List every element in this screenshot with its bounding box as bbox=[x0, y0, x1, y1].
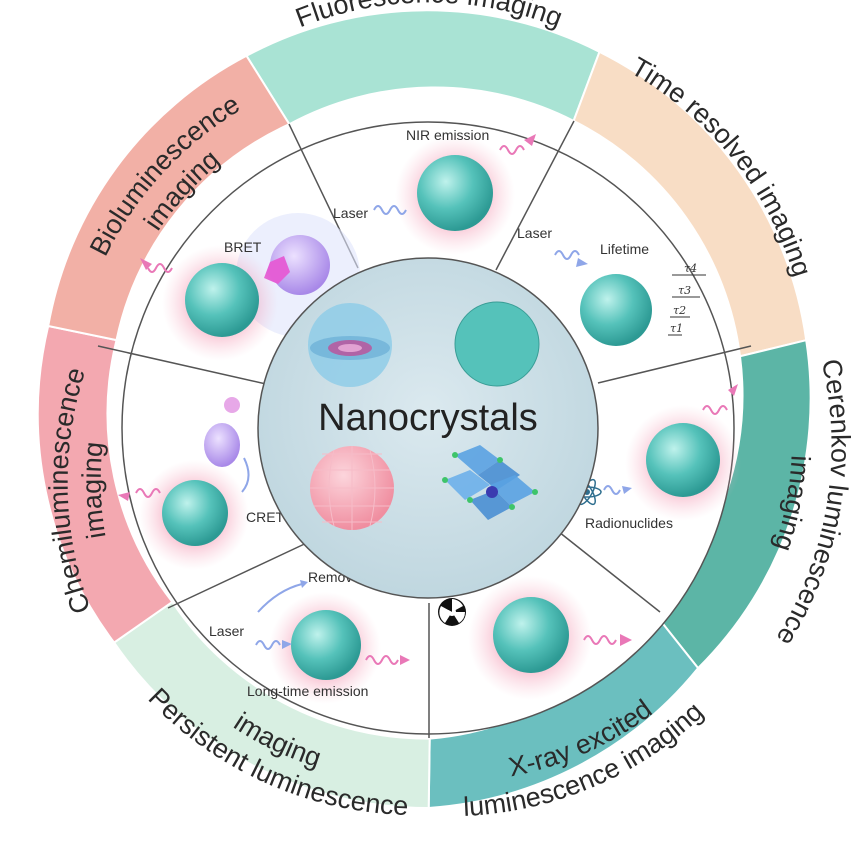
excitation-arrow-icon bbox=[622, 486, 632, 494]
label-cret: CRET bbox=[246, 509, 285, 525]
label-lifetime: Lifetime bbox=[600, 241, 649, 257]
lifetime-ladder-icon bbox=[668, 274, 706, 336]
emission-wave-icon bbox=[583, 635, 617, 645]
cerenkov-illustration: Radionuclides bbox=[572, 384, 741, 531]
center-hub: Nanocrystals bbox=[257, 257, 599, 599]
segment-bioluminescence-band bbox=[47, 54, 291, 342]
nanoparticle-sphere-icon bbox=[185, 263, 259, 337]
segment-title-chemiluminescence-line2: imaging bbox=[77, 440, 112, 540]
nanoparticle-sphere-icon bbox=[493, 597, 569, 673]
perovskite-lattice-icon bbox=[442, 445, 538, 520]
excitation-wave-icon bbox=[603, 485, 621, 495]
label-bret: BRET bbox=[224, 239, 262, 255]
luciferase-icon bbox=[204, 423, 240, 467]
label-tau4: τ4 bbox=[684, 262, 697, 275]
transfer-arrow-icon bbox=[241, 457, 250, 493]
label-long-time-emission: Long-time emission bbox=[247, 683, 368, 699]
emission-wave-icon bbox=[702, 405, 728, 415]
nanoparticle-sphere-icon bbox=[291, 610, 361, 680]
remove-arrowhead-icon bbox=[300, 580, 308, 588]
emission-wave-icon bbox=[365, 655, 399, 665]
fluorescence-illustration: NIR emission Laser bbox=[333, 127, 536, 255]
emission-arrow-icon bbox=[140, 258, 152, 270]
label-tau2: τ2 bbox=[673, 304, 686, 317]
label-nir-emission: NIR emission bbox=[406, 127, 489, 143]
label-tau1: τ1 bbox=[670, 322, 683, 335]
label-laser-time-resolved: Laser bbox=[517, 225, 552, 241]
nanoparticle-sphere-icon bbox=[646, 423, 720, 497]
emission-wave-icon bbox=[147, 263, 173, 273]
emission-arrow-icon bbox=[118, 492, 130, 501]
emission-wave-icon bbox=[499, 145, 525, 155]
excitation-arrow-icon bbox=[576, 258, 588, 267]
chemiluminescence-illustration: CRET bbox=[118, 397, 285, 570]
excitation-wave-icon bbox=[554, 250, 580, 260]
time-resolved-illustration: Laser Lifetime τ4 τ3 τ2 τ1 bbox=[517, 225, 706, 346]
nanoparticle-sphere-icon bbox=[417, 155, 493, 231]
label-laser-persistent: Laser bbox=[209, 623, 244, 639]
substrate-icon bbox=[224, 397, 240, 413]
remove-arrow-icon bbox=[257, 583, 303, 613]
center-title: Nanocrystals bbox=[318, 397, 538, 439]
label-laser-fluorescence: Laser bbox=[333, 205, 368, 221]
outer-ring bbox=[36, 9, 812, 810]
xray-illustration bbox=[438, 576, 632, 700]
emission-arrow-icon bbox=[620, 634, 632, 646]
emission-arrow-icon bbox=[524, 134, 536, 146]
emission-arrow-icon bbox=[728, 384, 738, 396]
label-radionuclides: Radionuclides bbox=[585, 515, 673, 531]
nanoparticle-sphere-icon bbox=[580, 274, 652, 346]
excitation-arrow-icon bbox=[282, 640, 292, 649]
luciferase-icon bbox=[270, 235, 330, 295]
label-tau3: τ3 bbox=[678, 284, 691, 297]
emission-arrow-icon bbox=[400, 655, 410, 665]
nanoparticle-sphere-icon bbox=[162, 480, 228, 546]
excitation-wave-icon bbox=[373, 205, 407, 215]
bioluminescence-illustration: BRET bbox=[140, 213, 360, 361]
excitation-wave-icon bbox=[255, 640, 281, 650]
mesh-sphere-icon bbox=[310, 446, 394, 530]
radiation-icon bbox=[438, 598, 466, 626]
persistent-illustration: Remove Laser Long-time emission bbox=[209, 569, 410, 704]
core-shell-icon bbox=[308, 303, 392, 387]
nanoparticle-sphere-icon bbox=[454, 301, 540, 387]
emission-wave-icon bbox=[135, 488, 161, 498]
